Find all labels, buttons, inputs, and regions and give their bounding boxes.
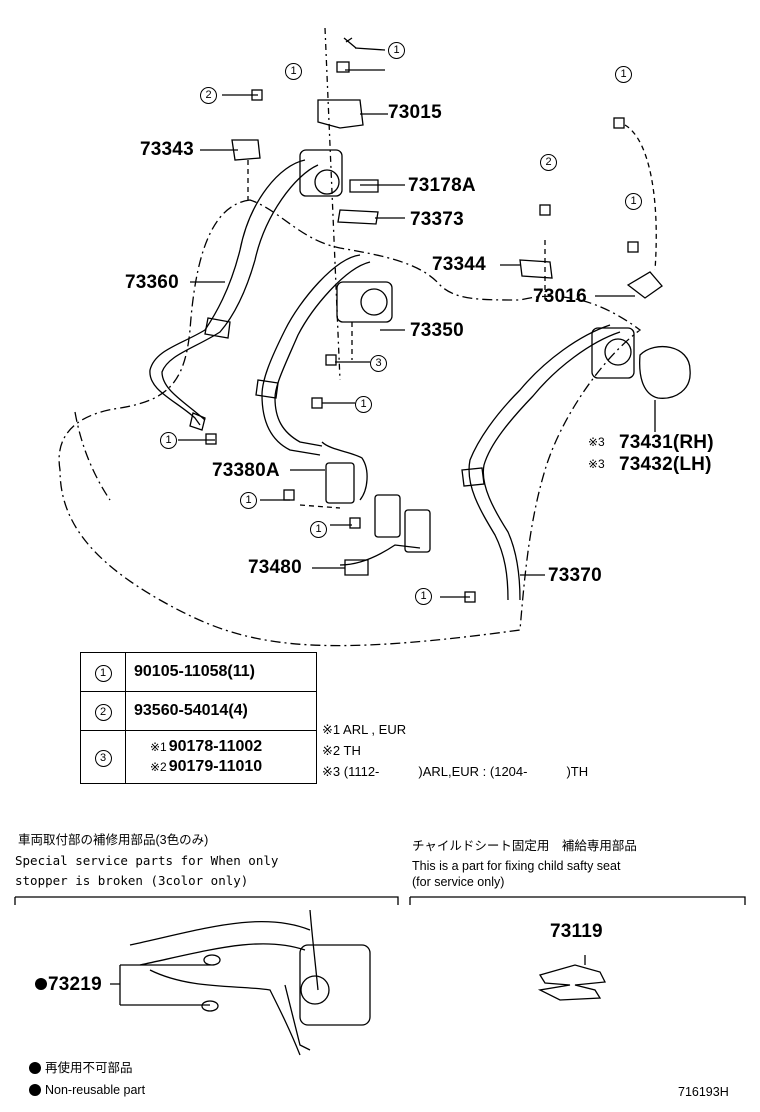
- part-73119-shape: [537, 964, 607, 1001]
- callout-2: 2: [540, 154, 557, 171]
- note-1: ※1 ARL , EUR: [322, 722, 407, 737]
- nonreusable-en: Non-reusable part: [45, 1083, 146, 1097]
- callout-3: 3: [94, 749, 112, 767]
- callout-1: 1: [240, 492, 257, 509]
- bullet-icon: [29, 1062, 41, 1074]
- note-3: ※3 (1112- )ARL,EUR : (1204- )TH: [322, 764, 589, 779]
- legend-value: 93560-54014(4): [125, 691, 317, 731]
- part-73178A: 73178A: [408, 175, 476, 196]
- diagram-id: 716193H: [678, 1085, 729, 1099]
- part-73370: 73370: [548, 565, 602, 586]
- callout-1: 1: [355, 396, 372, 413]
- bullet-icon: [29, 1084, 41, 1096]
- part-73344: 73344: [432, 254, 486, 275]
- belt-73370: [468, 324, 621, 601]
- part-73016: 73016: [533, 286, 587, 307]
- callout-1: 1: [94, 664, 112, 682]
- leaders: [178, 47, 656, 598]
- callout-1: 1: [160, 432, 177, 449]
- part-73432: 73432(LH): [619, 454, 712, 475]
- ref-mark-3b: ※3: [588, 457, 605, 471]
- right-section-title: チャイルドシート固定用 補給専用部品: [412, 839, 637, 853]
- bullet-icon: [35, 978, 47, 990]
- part-73343: 73343: [140, 139, 194, 160]
- callout-2: 2: [94, 703, 112, 721]
- left-section-line1: Special service parts for When only: [15, 853, 279, 868]
- callout-1: 1: [625, 193, 642, 210]
- left-section-title: 車両取付部の補修用部品(3色のみ): [18, 833, 209, 847]
- callout-3: 3: [370, 355, 387, 372]
- seat-outline: [58, 199, 642, 647]
- callout-1: 1: [415, 588, 432, 605]
- part-73480: 73480: [248, 557, 302, 578]
- callout-1: 1: [285, 63, 302, 80]
- callout-1: 1: [615, 66, 632, 83]
- nonreusable-jp: 再使用不可部品: [45, 1061, 133, 1075]
- bracket-73015: [317, 99, 364, 129]
- left-section-line2: stopper is broken (3color only): [15, 873, 249, 888]
- right-section-line1: This is a part for fixing child safty se…: [412, 859, 621, 873]
- bracket-73016: [626, 271, 663, 299]
- part-73431: 73431(RH): [619, 432, 714, 453]
- part-73015: 73015: [388, 102, 442, 123]
- ref-mark-3: ※3: [588, 435, 605, 449]
- bolts: [205, 37, 639, 603]
- callout-1: 1: [388, 42, 405, 59]
- callout-2: 2: [200, 87, 217, 104]
- part-73350: 73350: [410, 320, 464, 341]
- part-73219: 73219: [48, 974, 102, 995]
- part-73360: 73360: [125, 272, 179, 293]
- callout-1: 1: [310, 521, 327, 538]
- legend-row: 1 90105-11058(11): [80, 652, 317, 692]
- part-73373: 73373: [410, 209, 464, 230]
- legend-row: 2 93560-54014(4): [80, 691, 317, 731]
- right-section-line2: (for service only): [412, 875, 505, 889]
- cover-73431: [639, 345, 691, 399]
- legend-value: 90105-11058(11): [125, 652, 317, 692]
- note-2: ※2 TH: [322, 743, 361, 758]
- part-73380A: 73380A: [212, 460, 280, 481]
- part-73119: 73119: [550, 921, 603, 942]
